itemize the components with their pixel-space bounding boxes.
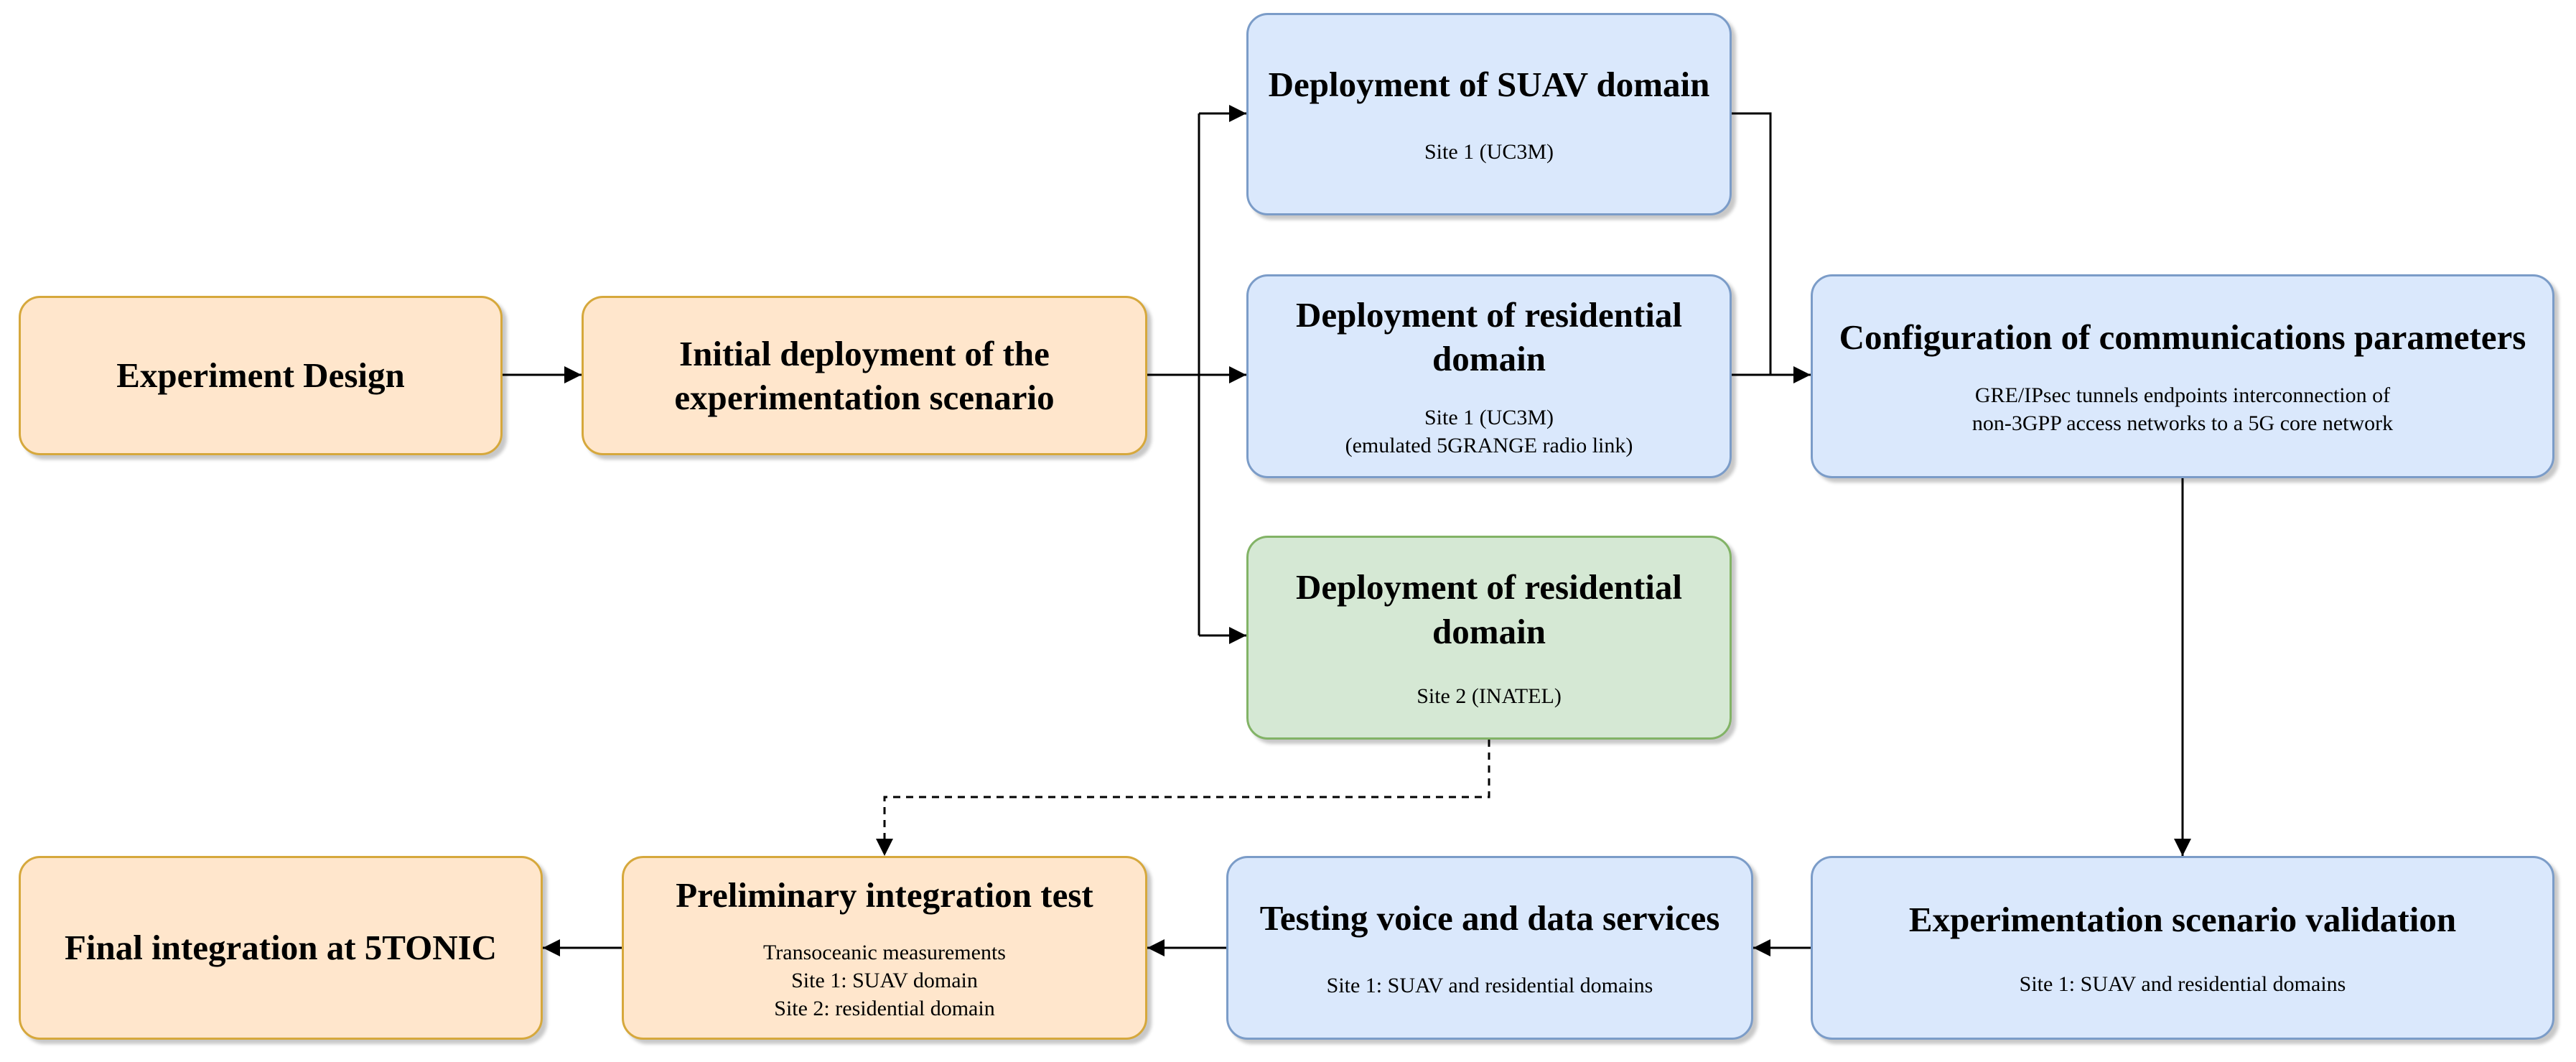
subtitle-line: (emulated 5GRANGE radio link)	[1345, 434, 1633, 458]
testing-services-box[interactable]: Testing voice and data services Site 1: …	[1226, 856, 1753, 1040]
experiment-design-title: Experiment Design	[116, 355, 405, 396]
edge-site2-to-preliminary-dashed	[876, 740, 1490, 856]
config-comm-subtitle: GRE/IPsec tunnels endpoints interconnect…	[1972, 381, 2393, 437]
initial-deployment-box[interactable]: Initial deployment of the experimentatio…	[582, 296, 1147, 455]
residential-site1-box[interactable]: Deployment of residential domain Site 1 …	[1246, 274, 1732, 478]
testing-services-subtitle: Site 1: SUAV and residential domains	[1327, 972, 1653, 1000]
subtitle-line: Transoceanic measurements	[763, 941, 1006, 965]
residential-site2-box[interactable]: Deployment of residential domain Site 2 …	[1246, 536, 1732, 740]
suav-domain-title: Deployment of SUAV domain	[1268, 64, 1710, 104]
title-line: Initial deployment of the	[679, 333, 1050, 373]
scenario-validation-subtitle: Site 1: SUAV and residential domains	[2020, 970, 2346, 998]
suav-domain-box[interactable]: Deployment of SUAV domain Site 1 (UC3M)	[1246, 13, 1732, 215]
title-line: domain	[1432, 611, 1546, 651]
testing-services-title: Testing voice and data services	[1259, 898, 1720, 938]
subtitle-line: Site 1 (UC3M)	[1424, 140, 1554, 164]
preliminary-test-title: Preliminary integration test	[676, 875, 1093, 915]
edge-suav-to-config	[1732, 112, 1772, 375]
final-integration-title: Final integration at 5TONIC	[64, 928, 498, 968]
subtitle-line: Site 1 (UC3M)	[1424, 406, 1554, 430]
config-comm-title: Configuration of communications paramete…	[1839, 317, 2526, 358]
subtitle-line: GRE/IPsec tunnels endpoints interconnect…	[1974, 383, 2391, 407]
residential-site2-title: Deployment of residential domain	[1296, 565, 1682, 653]
preliminary-test-subtitle: Transoceanic measurements Site 1: SUAV d…	[763, 938, 1006, 1023]
subtitle-line: Site 2: residential domain	[774, 997, 995, 1021]
experiment-design-box[interactable]: Experiment Design	[19, 296, 503, 455]
subtitle-line: Site 2 (INATEL)	[1417, 684, 1562, 708]
subtitle-line: Site 1: SUAV and residential domains	[1326, 974, 1653, 998]
initial-deployment-title: Initial deployment of the experimentatio…	[674, 332, 1054, 420]
scenario-validation-title: Experimentation scenario validation	[1908, 899, 2457, 939]
title-line: domain	[1432, 339, 1546, 378]
suav-domain-subtitle: Site 1 (UC3M)	[1424, 138, 1554, 166]
subtitle-line: non-3GPP access networks to a 5G core ne…	[1971, 411, 2394, 435]
residential-site2-subtitle: Site 2 (INATEL)	[1417, 682, 1562, 710]
residential-site1-subtitle: Site 1 (UC3M) (emulated 5GRANGE radio li…	[1345, 404, 1633, 460]
preliminary-test-box[interactable]: Preliminary integration test Transoceani…	[622, 856, 1147, 1040]
residential-site1-title: Deployment of residential domain	[1296, 293, 1682, 381]
title-line: Deployment of residential	[1295, 567, 1683, 607]
final-integration-box[interactable]: Final integration at 5TONIC	[19, 856, 543, 1040]
subtitle-line: Site 1: SUAV and residential domains	[2019, 972, 2346, 997]
subtitle-line: Site 1: SUAV domain	[791, 969, 978, 993]
title-line: Deployment of residential	[1295, 294, 1683, 335]
scenario-validation-box[interactable]: Experimentation scenario validation Site…	[1811, 856, 2554, 1040]
config-comm-box[interactable]: Configuration of communications paramete…	[1811, 274, 2554, 478]
title-line: experimentation scenario	[674, 378, 1055, 417]
